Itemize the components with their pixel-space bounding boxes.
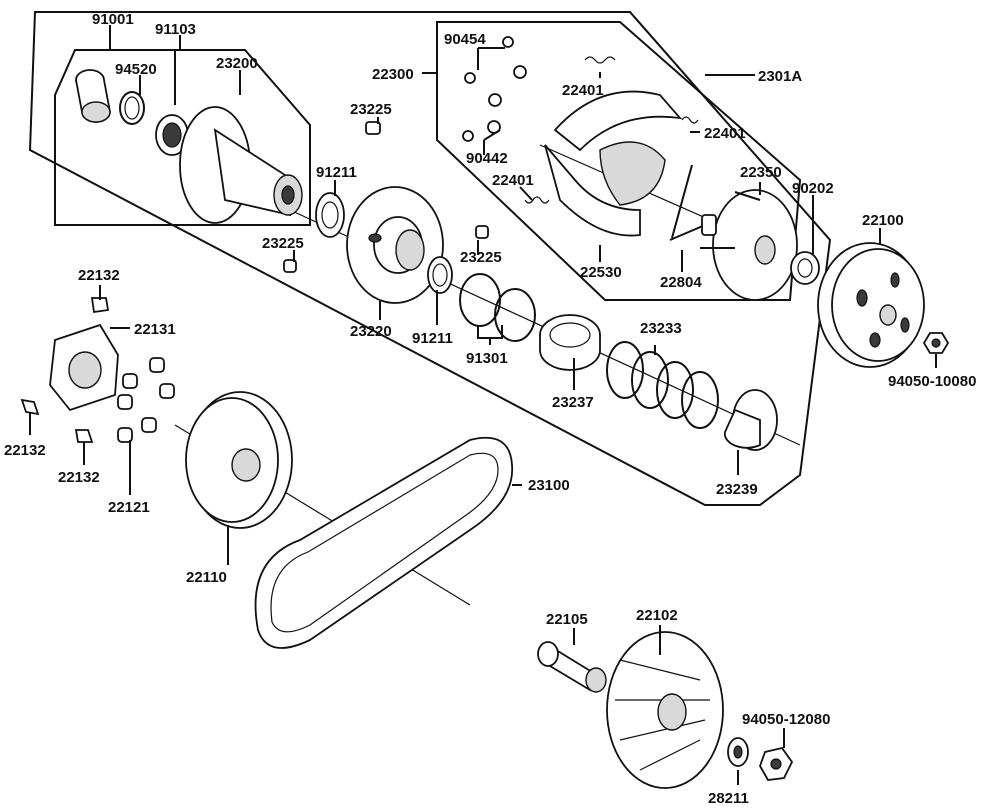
drive-belt-23100 — [254, 436, 514, 649]
label-22105: 22105 — [546, 611, 588, 628]
spring-seat-23239 — [723, 389, 778, 451]
label-22401-right: 22401 — [704, 125, 746, 142]
label-91001: 91001 — [92, 11, 134, 28]
label-94520: 94520 — [115, 61, 157, 78]
label-91211-upper: 91211 — [316, 164, 357, 181]
movable-drive-face-22110 — [185, 391, 293, 529]
label-22132-bottom: 22132 — [58, 469, 100, 486]
label-22132-top: 22132 — [78, 267, 120, 284]
bearing-sleeve-91001 — [75, 69, 111, 123]
label-22110: 22110 — [186, 569, 227, 586]
label-94050-10080: 94050-10080 — [888, 373, 976, 390]
label-23233: 23233 — [640, 320, 682, 337]
label-2301A: 2301A — [758, 68, 802, 85]
label-90202: 90202 — [792, 180, 834, 197]
label-23239: 23239 — [716, 481, 758, 498]
collar-23237 — [539, 314, 601, 371]
label-90454: 90454 — [444, 31, 486, 48]
label-22530: 22530 — [580, 264, 622, 281]
oil-seal-91211-upper — [315, 192, 345, 238]
label-22401-top: 22401 — [562, 82, 604, 99]
clutch-assembly-outline-22300 — [436, 21, 802, 301]
fixed-driven-face-23200 — [179, 106, 303, 224]
label-22401-left: 22401 — [492, 172, 534, 189]
clutch-plate-22350 — [700, 189, 798, 301]
label-23100: 23100 — [528, 477, 570, 494]
clutch-springs-22401 — [524, 56, 699, 204]
label-22132-left: 22132 — [4, 442, 46, 459]
label-90442: 90442 — [466, 150, 508, 167]
label-22300: 22300 — [372, 66, 414, 83]
label-28211: 28211 — [708, 790, 749, 807]
label-94050-12080: 94050-12080 — [742, 711, 830, 728]
label-22131: 22131 — [134, 321, 176, 338]
movable-driven-face-23220 — [346, 186, 444, 304]
oil-seal-91211-lower — [427, 256, 453, 294]
o-rings-91301 — [459, 273, 536, 342]
nut-90202 — [790, 251, 820, 285]
leader-lines — [29, 25, 937, 785]
clutch-outer-22100 — [817, 242, 925, 368]
clutch-shoes-22530 — [544, 90, 683, 237]
label-23220: 23220 — [350, 323, 392, 340]
label-22100: 22100 — [862, 212, 904, 229]
part-labels: 91001 91103 94520 23200 22300 90454 2240… — [4, 11, 976, 807]
pins-23225 — [283, 121, 489, 273]
spring-23233 — [606, 341, 719, 429]
washer-28211 — [727, 737, 749, 767]
sub-assembly-outline-23200 — [54, 49, 311, 226]
label-22350: 22350 — [740, 164, 782, 181]
label-91211-lower: 91211 — [412, 330, 453, 347]
nut-94050-12080 — [759, 746, 794, 781]
label-22102: 22102 — [636, 607, 678, 624]
label-23225-left: 23225 — [262, 235, 304, 252]
label-22121: 22121 — [108, 499, 150, 516]
sliders-22132 — [20, 297, 110, 443]
label-23225-right: 23225 — [460, 249, 502, 266]
label-91301: 91301 — [466, 350, 508, 367]
label-23237: 23237 — [552, 394, 594, 411]
label-23225-upper: 23225 — [350, 101, 392, 118]
label-91103: 91103 — [155, 21, 196, 38]
washers-90454-90442 — [462, 36, 527, 142]
ramp-plate-22131 — [49, 323, 119, 412]
circlip-94520 — [119, 91, 145, 125]
nut-94050-10080 — [922, 332, 950, 354]
fixed-drive-face-fan-22102 — [606, 631, 724, 789]
link-22804 — [669, 164, 717, 241]
label-22804: 22804 — [660, 274, 702, 291]
label-23200: 23200 — [216, 55, 258, 72]
weight-rollers-22121 — [117, 357, 175, 443]
collar-22105 — [537, 641, 607, 693]
driven-pulley-assembly-outline — [28, 11, 832, 506]
